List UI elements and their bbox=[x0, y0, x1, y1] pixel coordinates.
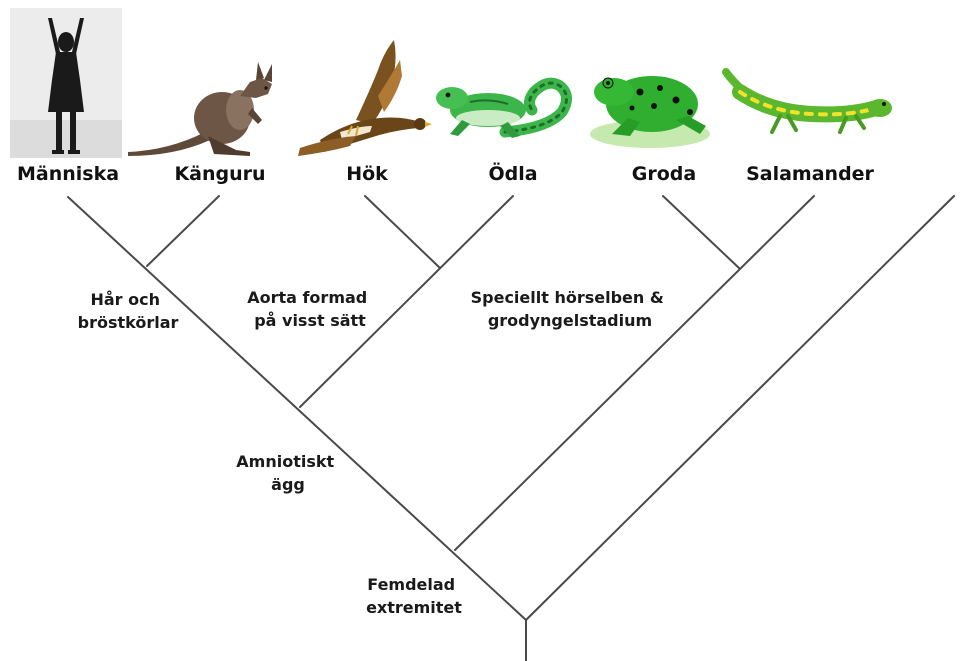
taxon-label-manniska: Människa bbox=[17, 163, 119, 185]
cladogram-branches bbox=[68, 196, 954, 661]
lizard-icon bbox=[436, 83, 567, 138]
taxon-label-salamander: Salamander bbox=[746, 163, 874, 185]
trait-label-horselben: Speciellt hörselben & grodyngelstadium bbox=[471, 288, 670, 330]
trait-label-amniotiskt-agg: Amniotiskt ägg bbox=[236, 452, 339, 494]
trait-label-femdelad-extremitet: Femdelad extremitet bbox=[366, 575, 462, 617]
trait-label-aorta: Aorta formad på visst sätt bbox=[247, 288, 373, 330]
branch-hok bbox=[365, 196, 440, 268]
branch-groda bbox=[663, 196, 739, 268]
hawk-icon bbox=[298, 40, 432, 156]
taxon-label-groda: Groda bbox=[632, 163, 696, 185]
branch-main-left bbox=[68, 197, 526, 620]
taxon-label-hok: Hök bbox=[346, 163, 388, 185]
taxon-label-odla: Ödla bbox=[488, 161, 537, 185]
human-silhouette-icon bbox=[10, 8, 122, 158]
branch-main-right bbox=[526, 196, 954, 620]
kangaroo-icon bbox=[128, 62, 272, 156]
branch-amphibian-clade bbox=[455, 196, 814, 550]
taxon-label-kanguru: Känguru bbox=[174, 163, 265, 185]
frog-icon bbox=[590, 76, 710, 148]
branch-kanguru bbox=[147, 196, 219, 266]
trait-label-har-och-brostkorlar: Hår och bröstkörlar bbox=[78, 290, 179, 332]
salamander-icon bbox=[726, 72, 892, 132]
